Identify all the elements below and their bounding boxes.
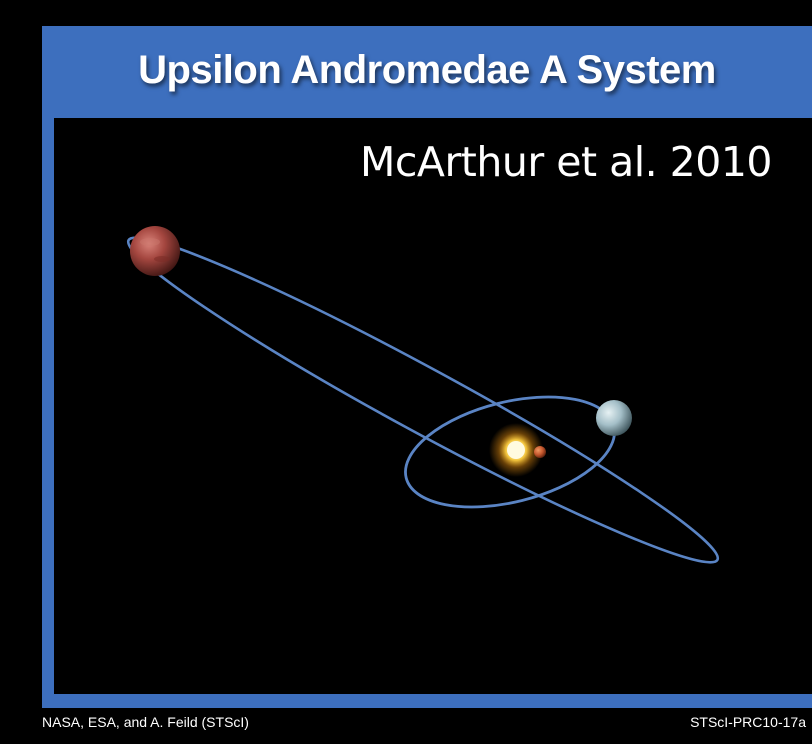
- release-id: STScI-PRC10-17a: [690, 714, 806, 730]
- planet-icon: [130, 226, 180, 276]
- planet-icon: [534, 446, 546, 458]
- planet-icon: [596, 400, 632, 436]
- outer-orbit: [126, 236, 720, 564]
- orbit-diagram-panel: [54, 118, 812, 694]
- orbit-diagram: [126, 226, 720, 564]
- page-title: Upsilon Andromedae A System: [138, 48, 716, 92]
- image-credit: NASA, ESA, and A. Feild (STScI): [42, 714, 249, 730]
- citation-text: McArthur et al. 2010: [359, 138, 773, 186]
- star-icon: [489, 423, 543, 477]
